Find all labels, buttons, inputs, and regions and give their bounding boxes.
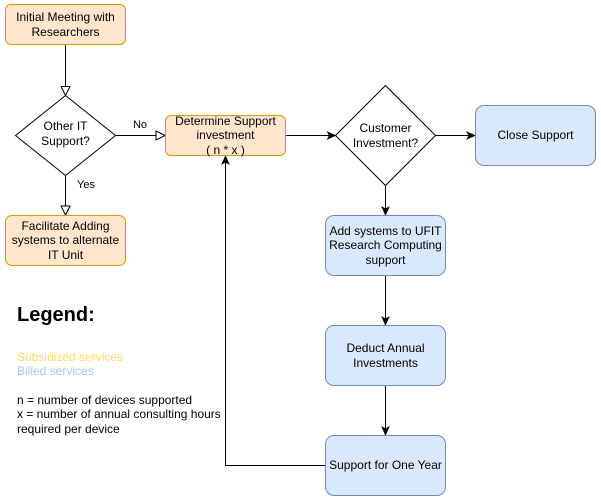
node-close-support-label: Close Support — [497, 128, 574, 143]
legend-entry-billed: Billed services — [17, 364, 94, 379]
decision-other-it-support: Other IT Support? — [15, 93, 116, 174]
node-facilitate-alternate-it-label: Facilitate Adding systems to alternate I… — [11, 218, 120, 262]
edge-label-yes: Yes — [77, 179, 95, 191]
node-add-systems-ufit-label: Add systems to UFIT Research Computing s… — [329, 223, 442, 267]
node-close-support: Close Support — [475, 105, 596, 166]
node-deduct-annual-investments: Deduct Annual Investments — [325, 325, 446, 386]
legend-title: Legend: — [17, 304, 95, 326]
node-determine-support-investment: Determine Support investment ( n * x ) — [165, 113, 286, 157]
legend-entry-subsidized: Subsidized services — [17, 350, 124, 364]
node-determine-support-investment-label: Determine Support investment ( n * x ) — [175, 113, 276, 157]
decision-customer-investment: Customer Investment? — [335, 85, 436, 186]
node-facilitate-alternate-it: Facilitate Adding systems to alternate I… — [5, 215, 126, 266]
decision-customer-investment-label: Customer Investment? — [352, 121, 419, 150]
node-initial-meeting-label: Initial Meeting with Researchers — [16, 10, 115, 39]
decision-other-it-support-label: Other IT Support? — [41, 119, 90, 148]
legend-entries: Subsidized services Billed services — [17, 350, 123, 379]
node-add-systems-ufit: Add systems to UFIT Research Computing s… — [325, 215, 446, 276]
legend-notes: n = number of devices supported x = numb… — [17, 393, 227, 436]
legend-note-x: x = number of annual consulting hours re… — [17, 407, 221, 436]
connector-support-year-to-determine — [221, 155, 325, 466]
node-support-one-year: Support for One Year — [325, 435, 446, 496]
legend-note-n: n = number of devices supported — [17, 393, 193, 407]
node-support-one-year-label: Support for One Year — [329, 458, 442, 473]
node-initial-meeting: Initial Meeting with Researchers — [5, 4, 126, 45]
edge-label-no: No — [132, 119, 148, 131]
node-deduct-annual-investments-label: Deduct Annual Investments — [346, 341, 425, 370]
